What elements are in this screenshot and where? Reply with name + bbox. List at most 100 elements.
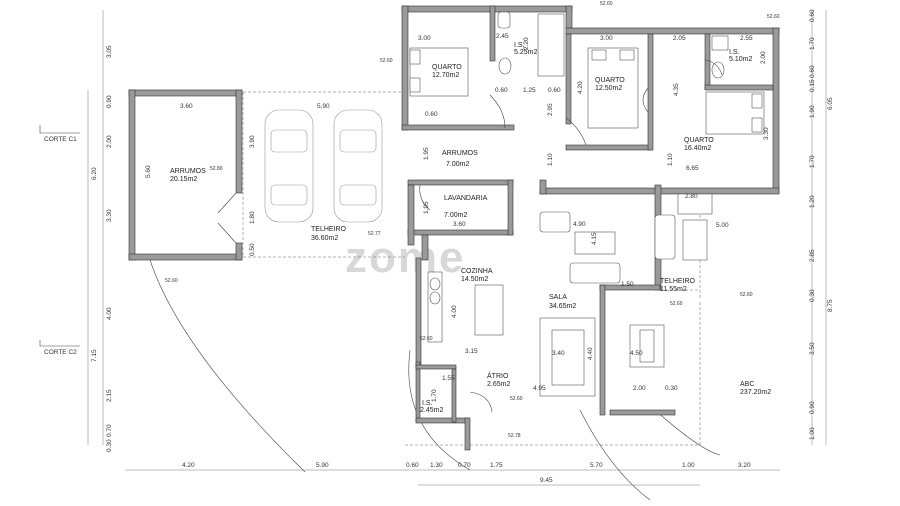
plan-label: 52.60 — [600, 1, 613, 7]
garage-walls — [128, 89, 243, 261]
plan-label: 0.15 — [809, 79, 816, 92]
garage-door — [217, 192, 237, 244]
plan-label: 52.80 — [210, 166, 223, 172]
plan-label: 1.50 — [621, 281, 634, 288]
plan-label: 1.10 — [667, 153, 674, 166]
dimension-lines — [87, 10, 827, 486]
plan-label: 1.70 — [431, 389, 438, 402]
plan-label: 0.30 — [106, 439, 113, 452]
plan-label: 52.60 — [380, 58, 393, 64]
interior-dims: 3.60 5.90 5.60 3.90 1.80 0.50 2.20 0.60 … — [145, 37, 770, 402]
plan-label: 2.95 — [547, 103, 554, 116]
plan-label: 3.60 — [180, 103, 193, 110]
plan-label: 0.90 — [106, 95, 113, 108]
doors — [419, 59, 723, 413]
plan-label: 3.00 — [418, 35, 431, 42]
plan-label: 7.15 — [91, 349, 98, 362]
room-name: I.S. — [729, 49, 740, 56]
plan-label: 0.70 — [106, 424, 113, 437]
room-area: 2.65m2 — [487, 381, 510, 388]
plan-label: 2.20 — [523, 37, 530, 50]
plan-label: 3.90 — [249, 135, 256, 148]
plan-label: 4.00 — [106, 307, 113, 320]
plan-label: 0.30 — [809, 289, 816, 302]
plan-label: 4.40 — [587, 347, 594, 360]
plan-label: 3.00 — [600, 35, 613, 42]
plan-label: 0.70 — [458, 462, 471, 469]
plan-label: 1.95 — [423, 147, 430, 160]
plan-label: 1.90 — [809, 105, 816, 118]
watermark-text: zome — [345, 233, 465, 282]
room-area: 20.15m2 — [170, 176, 197, 183]
room-area: 12.70m2 — [432, 72, 459, 79]
plan-label: 4.50 — [630, 350, 643, 357]
room-name: SALA — [549, 294, 567, 301]
plan-label: 2.80 — [685, 193, 698, 200]
plan-label: 1.25 — [523, 87, 536, 94]
room-area: 237.20m2 — [740, 389, 771, 396]
furniture — [409, 11, 765, 397]
plan-label: 2.85 — [809, 249, 816, 262]
plan-label: 52.60 — [740, 292, 753, 298]
room-area: 34.65m2 — [549, 303, 576, 310]
plan-label: 0.30 — [665, 385, 678, 392]
room-area: 7.00m2 — [446, 161, 469, 168]
room-name: ABC — [740, 381, 754, 388]
room-name: TELHEIRO — [660, 278, 696, 285]
plan-label: 52.78 — [508, 433, 521, 439]
plan-label: 3.15 — [465, 348, 478, 355]
plan-label: 3.50 — [809, 342, 816, 355]
room-name: TELHEIRO — [311, 226, 347, 233]
plan-label: 4.90 — [573, 221, 586, 228]
plan-label: 3.60 — [453, 221, 466, 228]
section-markers: CORTE C1 CORTE C2 — [39, 125, 80, 356]
plan-label: 4.35 — [673, 83, 680, 96]
plan-label: 0.60 — [809, 65, 816, 78]
plan-label: 1.20 — [809, 195, 816, 208]
plan-label: 2.00 — [760, 51, 767, 64]
room-area: 36.60m2 — [311, 235, 338, 242]
plan-label: 1.55 — [442, 375, 455, 382]
plan-label: 3.20 — [738, 462, 751, 469]
plan-label: 1.80 — [249, 211, 256, 224]
room-area: 7.00m2 — [444, 212, 467, 219]
room-name: ÁTRIO — [487, 371, 509, 380]
car-icons — [264, 109, 383, 223]
plan-label: 0.60 — [495, 87, 508, 94]
room-area: 2.45m2 — [420, 407, 443, 414]
plan-label: 5.70 — [590, 462, 603, 469]
plan-label: 6.20 — [91, 167, 98, 180]
section-label: CORTE C1 — [44, 136, 77, 143]
room-area: 12.50m2 — [595, 85, 622, 92]
room-area: 5.25m2 — [514, 49, 537, 56]
plan-label: 0.60 — [809, 9, 816, 22]
plan-label: 2.00 — [633, 385, 646, 392]
plan-label: 9.45 — [540, 477, 553, 484]
plan-label: 1.70 — [809, 155, 816, 168]
plan-label: 1.75 — [490, 462, 503, 469]
plan-label: 0.50 — [249, 243, 256, 256]
plan-label: 4.20 — [577, 81, 584, 94]
plan-label: 3.30 — [763, 127, 770, 140]
room-name: QUARTO — [595, 77, 625, 84]
plan-label: 52.60 — [670, 301, 683, 307]
room-name: LAVANDARIA — [444, 195, 488, 202]
section-label: CORTE C2 — [44, 349, 77, 356]
room-area: 11.55m2 — [660, 286, 687, 293]
room-area: 5.10m2 — [729, 56, 752, 63]
plan-label: 5.90 — [316, 462, 329, 469]
plan-label: 1.10 — [547, 153, 554, 166]
plan-label: 3.05 — [106, 45, 113, 58]
plan-label: 1.00 — [682, 462, 695, 469]
room-name: QUARTO — [432, 64, 462, 71]
plan-label: 5.90 — [317, 103, 330, 110]
plan-label: 2.00 — [106, 135, 113, 148]
plan-label: 1.70 — [809, 37, 816, 50]
plan-label: 52.60 — [767, 14, 780, 20]
room-name: QUARTO — [684, 137, 714, 144]
room-name: ARRUMOS — [442, 150, 478, 157]
plan-label: 5.60 — [145, 165, 152, 178]
plan-label: 6.65 — [686, 165, 699, 172]
plan-label: 5.00 — [716, 222, 729, 229]
